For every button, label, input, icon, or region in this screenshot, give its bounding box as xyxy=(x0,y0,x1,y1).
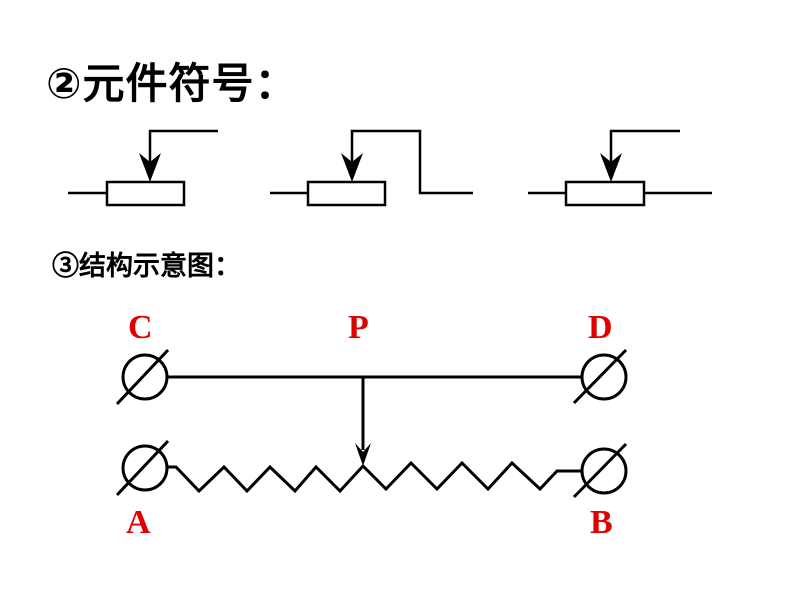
terminal-A-slash xyxy=(115,439,170,497)
label-D: D xyxy=(588,309,613,346)
potentiometer-symbol-2 xyxy=(270,129,473,207)
potentiometer-symbol-1 xyxy=(68,129,218,207)
terminal-C-circle-icon xyxy=(121,353,169,401)
heading-structure-diagram: ③结构示意图： xyxy=(52,251,241,282)
terminal-B-circle-icon xyxy=(580,447,628,495)
label-P: P xyxy=(348,309,369,346)
terminal-B-slash xyxy=(572,442,628,499)
slider-lead xyxy=(148,129,218,172)
arrow-head-icon xyxy=(139,153,161,182)
heading-component-symbols: ②元件符号： xyxy=(46,59,298,108)
arrow-head-icon xyxy=(341,153,363,182)
terminal-D-circle-icon xyxy=(580,353,628,401)
terminal-B[interactable] xyxy=(572,442,628,499)
terminal-A[interactable] xyxy=(115,439,170,497)
resistor-body xyxy=(105,180,186,207)
terminal-A-circle-icon xyxy=(121,444,169,492)
resistance-wire xyxy=(168,460,582,494)
terminal-D-slash xyxy=(572,348,628,405)
label-A: A xyxy=(126,504,151,541)
terminal-C-slash xyxy=(115,348,170,406)
slider-lead xyxy=(609,129,680,172)
terminal-C[interactable] xyxy=(115,348,170,406)
terminal-D[interactable] xyxy=(572,348,628,405)
potentiometer-symbol-3 xyxy=(528,129,712,207)
resistor-body xyxy=(564,180,646,207)
slider-arrow-icon xyxy=(355,443,371,466)
arrow-head-icon xyxy=(600,153,622,182)
slider-lead-loop xyxy=(350,129,473,195)
resistor-body xyxy=(306,180,387,207)
structure-diagram xyxy=(115,348,628,499)
label-B: B xyxy=(590,504,613,541)
label-C: C xyxy=(128,309,153,346)
